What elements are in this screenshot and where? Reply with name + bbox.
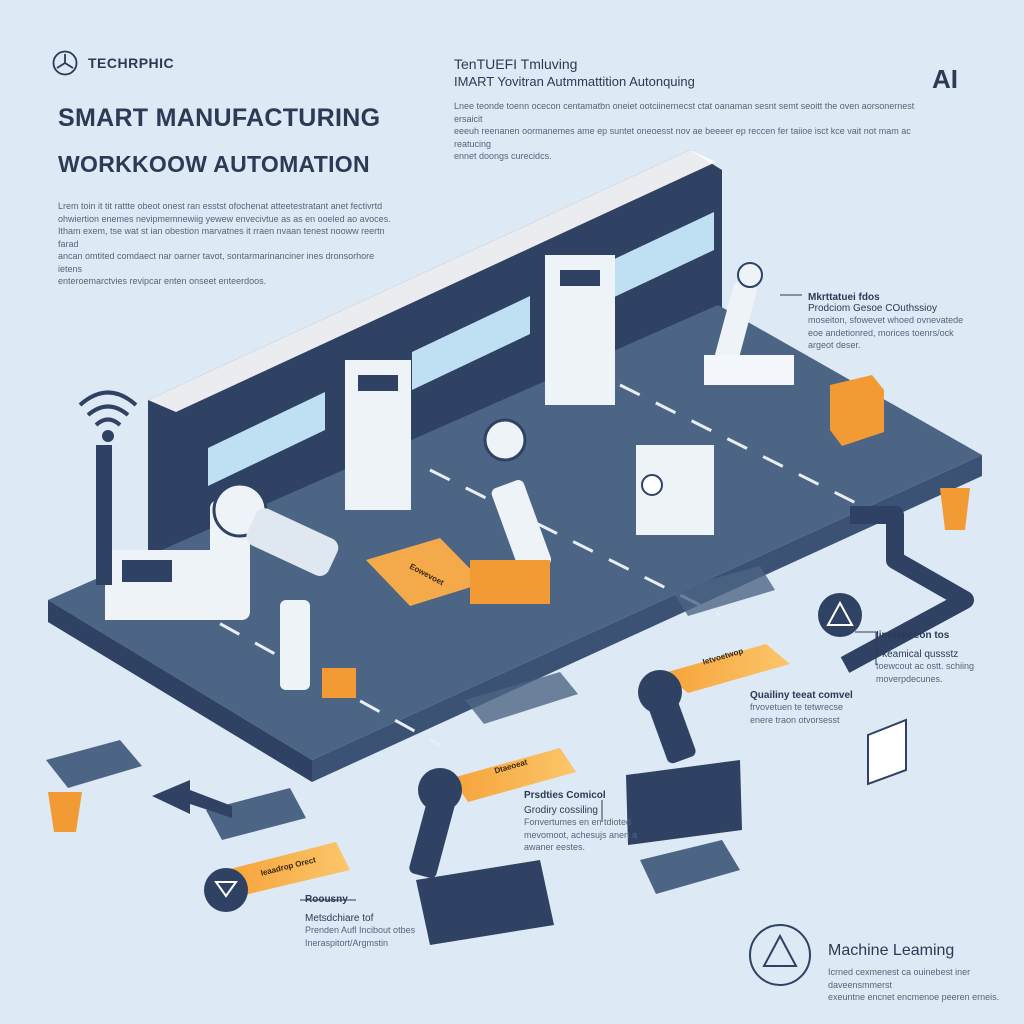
callout-heading: Prsdties Comicol [524,790,606,801]
callout-inspection: Iinetepeeon tos Fkeamical qussstz toewco… [876,630,1016,685]
callout-body-line: toewcout ac ostt. schiing [876,661,975,671]
header-right-line2: IMART Yovitran Autmmattition Autonquing [454,74,695,89]
callout-body-line: mevomoot, achesujs anert a [524,829,638,840]
intro-line: enteroemarctvies revipcar enten onseet e… [58,276,267,286]
arm-belt-right [626,644,790,845]
machine-units [105,255,714,620]
callout-body-line: Prenden Aufl Incibout otbes [305,925,416,935]
connector-blocks [46,566,775,894]
callout-heading: Roousny [305,894,348,905]
callout-heading: Iinetepeeon tos [876,630,950,641]
header-right-line: Lnee teonde toenn ocecon centamatbn onei… [454,101,915,124]
page-title-line2: WORKKOOW AUTOMATION [58,151,370,177]
callout-body-line: argeot deser. [808,340,861,350]
intro-line: ohwiertion enemes nevipmemnewiig yewew e… [58,213,391,224]
ai-badge: AI [932,64,958,94]
header-right-paragraph: Lnee teonde toenn ocecon centamatbn onei… [454,100,924,163]
callout-heading: Quailiny teeat comvel [750,690,853,701]
pencil-cup-icon [48,488,970,832]
callout-subheading: Metsdchiare tof [305,913,374,924]
arm-belt-left [204,842,350,912]
callout-subheading: Prodciom Gesoe COuthssioy [808,303,937,314]
caution-icon [818,593,862,637]
header-right-line: ennet doongs curecidcs. [454,151,552,161]
callout-body-line: moverpdecunes. [876,673,943,684]
callout-heading: Mkrttatuei fdos [808,292,880,303]
pipe-connector [840,506,974,673]
callout-quality: Quailiny teeat comvel frvovetuen te tetw… [750,690,900,726]
callout-subheading: Fkeamical qussstz [876,649,959,660]
brand-name: TECHRPHIC [88,55,175,71]
intro-line: Itham exem, tse wat st ian obestion marv… [58,226,385,249]
callout-body-line: eoe andetionred, morices toenrs/ock [808,327,954,338]
callout-body-line: Ineraspitort/Argmstin [305,937,389,948]
fan-icon [52,50,78,76]
callout-body-line: awaner eestes. [524,842,586,852]
ml-description: Icrned cexmenest ca ouinebest iner davee… [828,966,1018,1004]
callout-material: Mkrttatuei fdos Prodciom Gesoe COuthssio… [808,292,1008,352]
arm-belt-center [409,748,576,945]
callout-body-line: moseiton, sfowevet whoed ovnevatede [808,315,964,325]
brain-icon [749,924,811,986]
callout-robotics: Roousny Metsdchiare tof Prenden Aufl Inc… [305,894,455,949]
callout-subheading: Grodiry cossiling [524,805,598,816]
intro-line: ancan omtited comdaect nar oarner tavot,… [58,251,375,274]
robot-arm-right [704,262,794,385]
callout-predictive: Prsdties Comicol Grodiry cossiling Fonve… [524,790,674,854]
brand-logo: TECHRPHIC [52,50,174,76]
callout-body-line: enere traon otvorsesst [750,714,840,725]
robot-arm-center [470,418,552,604]
header-right-line1: TenTUEFI Tmluving [454,56,578,72]
callout-body-line: frvovetuen te tetwrecse [750,702,844,712]
intro-line: Lrem toin it tit rattte obeot onest ran … [58,201,383,211]
header-right-line: eeeuh reenanen oormanemes ame ep suntet … [454,126,911,149]
crate-stack [830,375,884,446]
ml-body-line: Icrned cexmenest ca ouinebest iner davee… [828,967,971,990]
intro-paragraph-1: Lrem toin it tit rattte obeot onest ran … [58,200,398,225]
wifi-icon [78,390,138,585]
ml-title: Machine Leaming [828,942,955,959]
ml-body-line: exeuntne encnet encmenoe peeren erneis. [828,992,1000,1002]
intro-paragraph-2: Itham exem, tse wat st ian obestion marv… [58,225,398,288]
document-icon [867,718,907,786]
callout-body-line: Fonvertumes en en tdioted [524,817,632,827]
back-arrow [152,780,232,818]
page-title-line1: SMART MANUFACTURING [58,104,381,132]
